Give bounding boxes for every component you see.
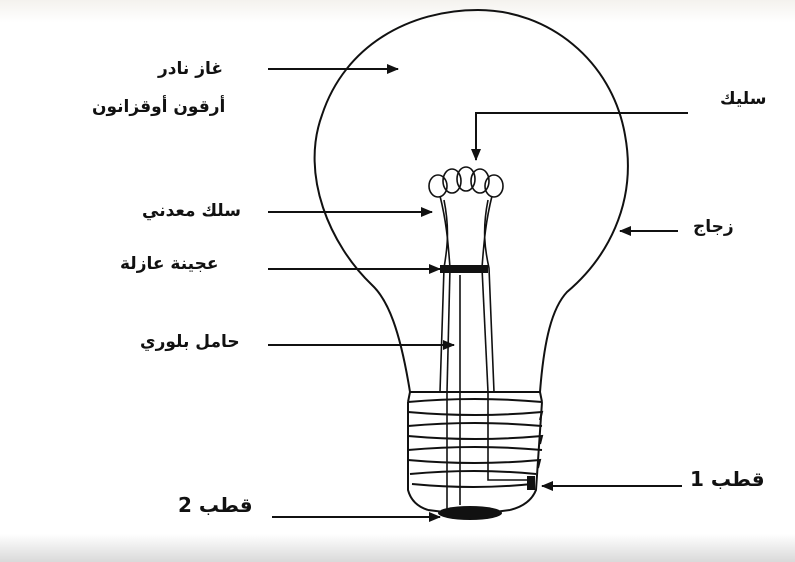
label-glass: زجاج — [693, 217, 734, 237]
label-insulating-paste: عجينة عازلة — [120, 254, 219, 274]
base-contact — [438, 506, 502, 520]
glass-bulb-outline — [313, 8, 629, 393]
label-gas-line1: غاز نادر — [158, 59, 223, 79]
label-metal-wire: سلك معدني — [142, 201, 241, 221]
screw-base — [407, 391, 544, 514]
insulating-paste-bar — [440, 265, 488, 273]
label-glass-support: حامل بلوري — [140, 332, 240, 352]
pole1-contact — [527, 476, 535, 490]
label-pole2: قطب 2 — [178, 493, 253, 517]
arrow-filament — [471, 112, 688, 161]
label-filament: سليك — [720, 89, 767, 109]
label-gas-line2: أرقون أوقزانون — [92, 97, 226, 117]
filament-coils — [428, 166, 504, 198]
label-pole1: قطب 1 — [690, 467, 765, 491]
lead-wires — [439, 195, 530, 510]
